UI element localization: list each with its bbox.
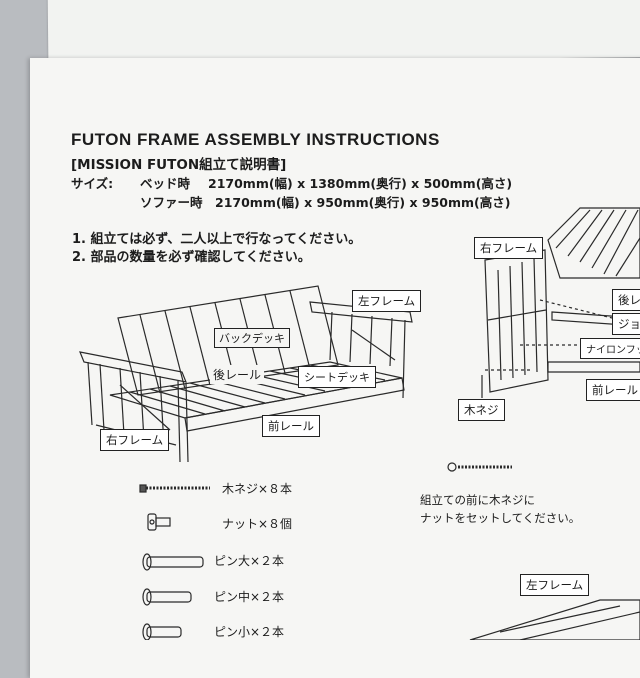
back-deck-outline bbox=[117, 285, 339, 396]
part-label-pin-medium: ピン中×２本 bbox=[214, 590, 285, 604]
sofa-dimensions: 2170mm(幅) x 950mm(奥行) x 950mm(高さ) bbox=[215, 195, 511, 210]
pin-small-part bbox=[142, 623, 182, 640]
note-2: 2. 部品の数量を必ず確認してください。 bbox=[72, 250, 311, 265]
part-label-nut: ナット×８個 bbox=[222, 517, 293, 531]
label-rear-rail-detail: 後レ bbox=[612, 289, 640, 311]
bed-label: ベッド時 bbox=[140, 176, 191, 191]
part-label-wood-screw: 木ネジ×８本 bbox=[222, 482, 293, 496]
document-title: FUTON FRAME ASSEMBLY INSTRUCTIONS bbox=[71, 130, 440, 149]
wood-screw-part bbox=[139, 484, 210, 493]
label-seat-deck: シートデッキ bbox=[298, 366, 376, 388]
screw-with-nut-part bbox=[447, 462, 512, 472]
screw-note-line2: ナットをセットしてください。 bbox=[420, 511, 581, 525]
label-wood-screw: 木ネジ bbox=[458, 399, 505, 421]
label-rear-rail: 後レール bbox=[210, 365, 265, 384]
note-1: 1. 組立ては必ず、二人以上で行なってください。 bbox=[72, 232, 362, 247]
bed-dimensions: 2170mm(幅) x 1380mm(奥行) x 500mm(高さ) bbox=[208, 176, 513, 191]
label-right-frame-detail: 右フレーム bbox=[474, 237, 544, 259]
screw-note-line1: 組立ての前に木ネジに bbox=[420, 493, 535, 507]
document-subtitle: [MISSION FUTON組立て説明書] bbox=[71, 157, 287, 173]
label-joint-detail: ジョ bbox=[612, 313, 640, 335]
label-right-frame: 右フレーム bbox=[100, 429, 170, 451]
label-left-frame-bottom: 左フレーム bbox=[520, 574, 590, 596]
part-label-pin-large: ピン大×２本 bbox=[214, 554, 285, 568]
label-front-rail: 前レール bbox=[262, 415, 320, 437]
size-label: サイズ: bbox=[71, 176, 114, 191]
label-front-rail-detail: 前レール bbox=[586, 379, 640, 401]
nut-part bbox=[147, 513, 171, 531]
pin-medium-part bbox=[142, 588, 192, 606]
sofa-label: ソファー時 bbox=[140, 195, 203, 210]
label-left-frame: 左フレーム bbox=[352, 290, 422, 312]
label-back-deck: バックデッキ bbox=[214, 328, 290, 348]
label-nylon-detail: ナイロンフッ bbox=[580, 338, 640, 359]
pin-large-part bbox=[142, 553, 204, 571]
part-label-pin-small: ピン小×２本 bbox=[214, 625, 285, 639]
futon-line-art bbox=[79, 207, 640, 640]
